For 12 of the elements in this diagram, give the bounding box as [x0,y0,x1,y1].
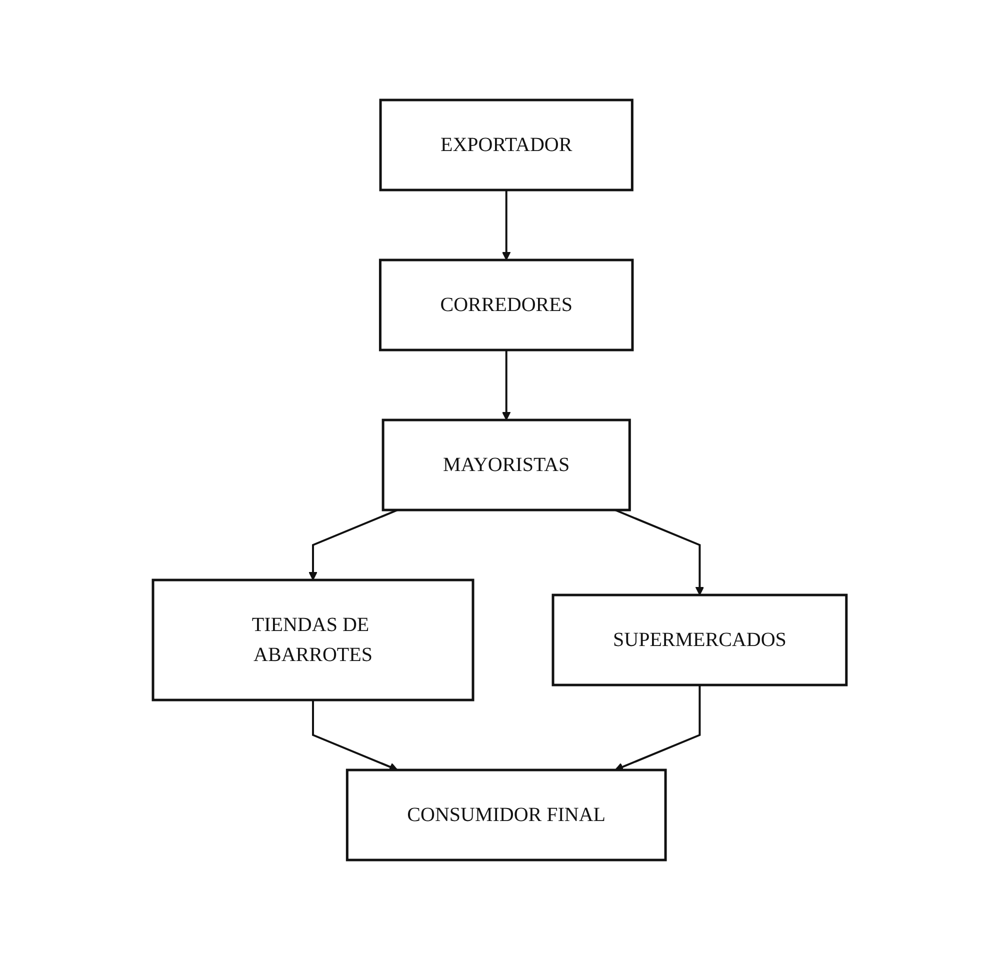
node-box: CORREDORES [378,258,634,352]
arrow [502,190,511,260]
arrow [614,685,700,772]
node-box: MAYORISTAS [382,418,631,512]
node-box: SUPERMERCADOS [552,594,848,686]
arrow [308,509,398,580]
node-box: EXPORTADOR [379,98,634,192]
node-box: CONSUMIDOR FINAL [346,768,667,862]
node-box: TIENDAS DE ABARROTES [152,578,474,702]
arrow [312,700,398,772]
arrow [614,509,704,596]
arrow [502,350,511,420]
